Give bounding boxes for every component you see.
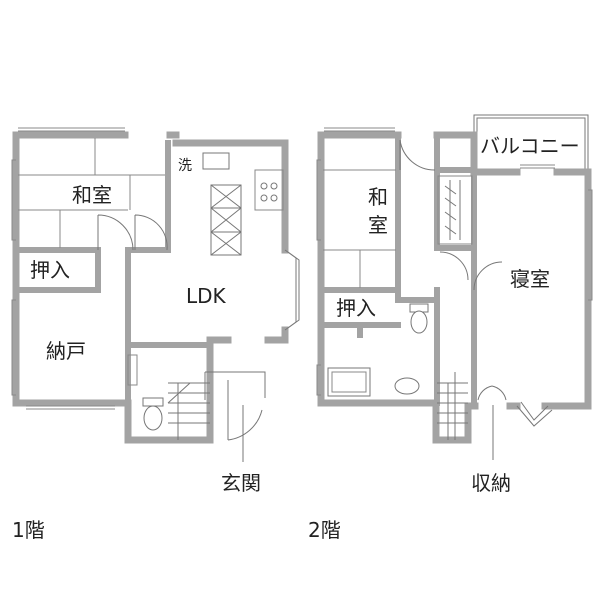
floor2-label-oshiire: 押入 — [336, 296, 376, 320]
floor2-door-bedroom — [473, 261, 503, 291]
floor-2-plan — [316, 114, 593, 444]
floor1-label-wash: 洗 — [178, 158, 192, 174]
floor2-washitsu-grid — [323, 169, 396, 288]
floor2-closet — [437, 175, 473, 245]
floor1-stove-burner-4 — [270, 194, 278, 202]
floor1-counter — [254, 169, 284, 211]
floor1-label-washitsu: 和室 — [72, 183, 112, 207]
floor1-door-washitsu — [97, 214, 134, 251]
floor2-callout-shuno: 収納 — [471, 471, 511, 495]
floor1-stove-burner-1 — [260, 182, 268, 190]
floor1-tatami-grid — [18, 138, 165, 248]
floor2-outer-wall — [317, 131, 592, 444]
floor1-hall-rail — [204, 371, 266, 400]
floor2-label-shinshitsu: 寝室 — [510, 267, 550, 291]
floor2-label-washitsu-1: 和 — [368, 185, 388, 209]
floor2-door-washitsu — [399, 139, 436, 171]
floor1-callout-genkan: 玄関 — [221, 471, 261, 495]
floor1-toilet-tank — [142, 397, 164, 407]
floor1-stove-burner-3 — [260, 194, 268, 202]
floor2-bay-window — [516, 401, 553, 427]
floor-1-plan — [11, 127, 300, 444]
floor2-interior-walls — [318, 132, 477, 409]
floor2-label-washitsu-2: 室 — [368, 213, 388, 237]
floor1-door-ldk — [134, 214, 168, 251]
floor2-door-storage — [477, 385, 507, 401]
floor1-small-closet — [127, 354, 138, 386]
floor1-bay-window — [284, 249, 300, 331]
floor1-stairs — [167, 382, 210, 440]
floor1-toilet-bowl — [143, 405, 163, 431]
floor1-entry-door — [227, 380, 263, 441]
floor2-label-balcony: バルコニー — [480, 134, 580, 158]
floor2-door-hall — [439, 251, 469, 281]
floor1-island-grid — [210, 184, 242, 256]
floor2-stairs — [437, 372, 468, 440]
floor2-toilet-bowl — [410, 310, 428, 334]
floor1-title: 1階 — [12, 518, 45, 542]
floor2-washbasin — [394, 377, 420, 395]
floor1-label-oshiire: 押入 — [30, 258, 70, 282]
floor2-windows — [316, 127, 593, 396]
floor2-bathtub-inner — [331, 371, 367, 393]
floor1-stove-burner-2 — [270, 182, 278, 190]
floor1-windows — [11, 127, 125, 410]
floor2-title: 2階 — [308, 518, 341, 542]
floor1-sink — [202, 152, 230, 170]
floor1-outer-wall — [12, 131, 289, 444]
floor1-label-ldk: LDK — [186, 284, 227, 308]
floor1-interior-walls — [13, 140, 213, 406]
floor1-label-nando: 納戸 — [46, 339, 86, 363]
floor2-closet-hangers — [444, 180, 461, 240]
floor2-bathtub — [327, 367, 371, 397]
